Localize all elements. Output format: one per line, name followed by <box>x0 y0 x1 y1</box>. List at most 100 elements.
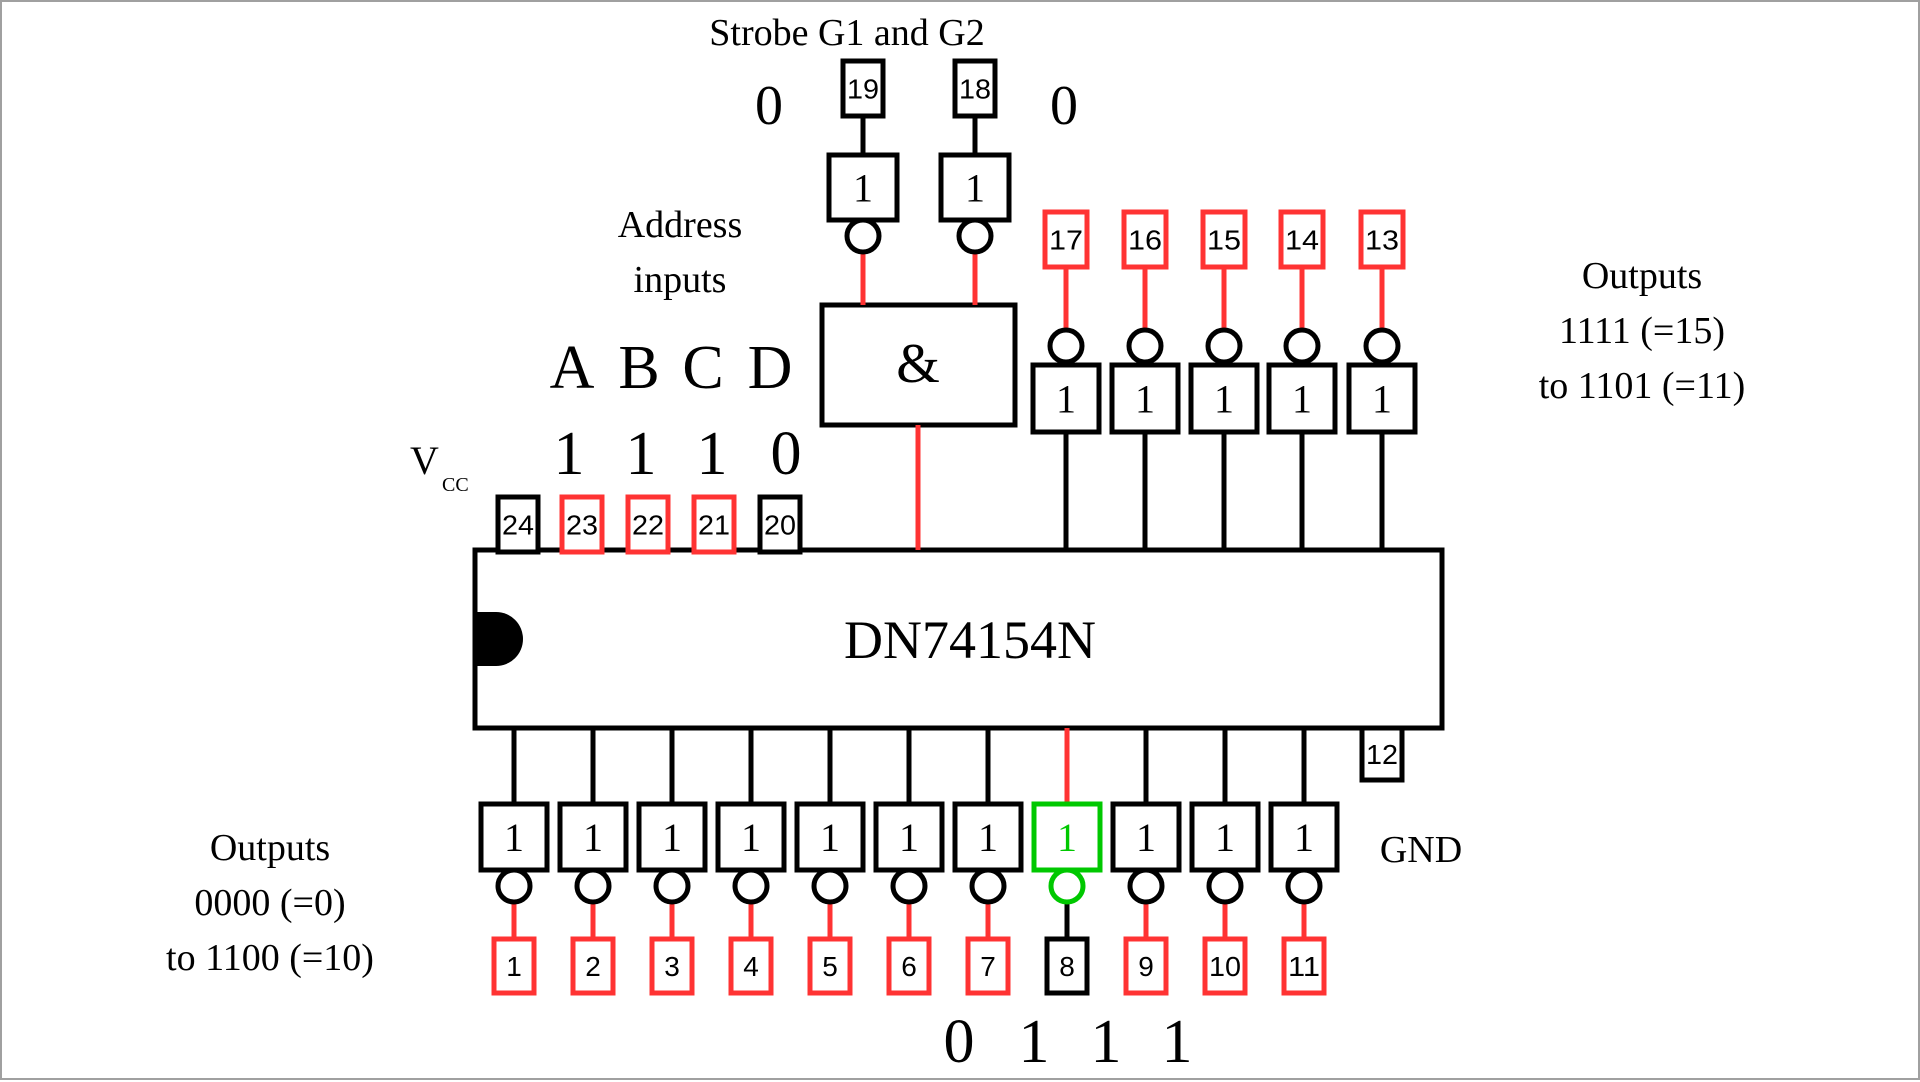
pin-2-number: 2 <box>585 951 601 982</box>
output-gate-17-label: 1 <box>1056 377 1076 422</box>
pin-15-number: 15 <box>1207 225 1241 256</box>
output-code-bit-1: 1 <box>1019 1008 1050 1076</box>
output-code-bit-3: 1 <box>1162 1008 1193 1076</box>
pin-2-box <box>570 936 616 996</box>
output-gate-2-label: 1 <box>583 815 603 860</box>
output-gate-14-body <box>1266 362 1338 435</box>
ic-notch <box>475 612 523 666</box>
output-bubble-1 <box>495 867 533 905</box>
outputs-left-line3: to 1100 (=10) <box>166 937 374 979</box>
output-bubble-10 <box>1206 867 1244 905</box>
address-letter-a: A <box>550 334 595 402</box>
strobe-bubble-18 <box>956 217 994 255</box>
pin-4-box <box>728 936 774 996</box>
outputs-left-line1: Outputs <box>210 827 330 869</box>
output-gate-5-label: 1 <box>820 815 840 860</box>
strobe-gate-18-label: 1 <box>965 166 985 211</box>
strobe-bubble-19 <box>844 217 882 255</box>
output-gate-7-label: 1 <box>978 815 998 860</box>
pin-24-number: 24 <box>502 510 534 541</box>
output-bubble-4 <box>732 867 770 905</box>
output-bubble-6 <box>890 867 928 905</box>
pin-9-number: 9 <box>1138 951 1154 982</box>
and-gate: & <box>819 302 1018 428</box>
output-gate-13-label: 1 <box>1372 377 1392 422</box>
pin-1-box <box>491 936 537 996</box>
pin-12-number: 12 <box>1366 739 1398 770</box>
pin-23-box <box>559 494 605 555</box>
pin-22-box <box>625 494 671 555</box>
output-gate-13-body <box>1346 362 1418 435</box>
pin-5-number: 5 <box>822 951 838 982</box>
output-bubble-11 <box>1285 867 1323 905</box>
output-code-bit-0: 0 <box>944 1008 975 1076</box>
output-bubble-9 <box>1127 867 1165 905</box>
pin-17-box <box>1042 209 1090 270</box>
output-gate-4-label: 1 <box>741 815 761 860</box>
pin-1-number: 1 <box>506 951 522 982</box>
strobe-gate-19-label: 1 <box>853 166 873 211</box>
output-gate-6-label: 1 <box>899 815 919 860</box>
pin-18-number: 18 <box>959 74 991 105</box>
address-letter-b: B <box>618 334 659 402</box>
pin-20-number: 20 <box>764 510 796 541</box>
output-gate-16-label: 1 <box>1135 377 1155 422</box>
output-gate-2-body <box>557 801 629 873</box>
strobe-g2-value: 0 <box>1050 75 1078 137</box>
pin-18-box <box>952 58 998 119</box>
output-bubble-13 <box>1363 327 1401 365</box>
pin-15-box <box>1200 209 1248 270</box>
address-value-c: 1 <box>697 420 728 488</box>
output-gate-1-body <box>478 801 550 873</box>
output-code-bit-2: 1 <box>1091 1008 1122 1076</box>
pin-10-number: 10 <box>1209 951 1241 982</box>
pin-11-box <box>1281 936 1327 996</box>
address-label-line2: inputs <box>634 259 727 301</box>
output-bubble-3 <box>653 867 691 905</box>
output-bubble-16 <box>1126 327 1164 365</box>
output-gate-10-label: 1 <box>1215 815 1235 860</box>
address-value-b: 1 <box>626 420 657 488</box>
output-gate-6-body <box>873 801 945 873</box>
pin-22-number: 22 <box>632 510 664 541</box>
pin-20-box <box>757 494 803 555</box>
vcc-subscript: CC <box>442 474 469 496</box>
pin-13-number: 13 <box>1365 225 1399 256</box>
strobe-label: Strobe G1 and G2 <box>709 12 984 54</box>
pin-9-box <box>1123 936 1169 996</box>
strobe-gate-18-body <box>938 152 1012 223</box>
output-gate-9-body <box>1110 801 1182 873</box>
strobe-g1-value: 0 <box>755 75 783 137</box>
ic-chip: DN74154N <box>472 547 1445 731</box>
output-bubble-2 <box>574 867 612 905</box>
pin-13-box <box>1358 209 1406 270</box>
address-label-line1: Address <box>618 204 743 246</box>
address-value-a: 1 <box>554 420 585 488</box>
pin-4-number: 4 <box>743 951 759 982</box>
pin-23-number: 23 <box>566 510 598 541</box>
outputs-right-line2: 1111 (=15) <box>1559 310 1725 352</box>
pin-12-box <box>1359 725 1405 783</box>
output-gate-10-body <box>1189 801 1261 873</box>
output-gate-8-label: 1 <box>1057 815 1077 860</box>
pin-14-number: 14 <box>1285 225 1319 256</box>
output-gate-3-label: 1 <box>662 815 682 860</box>
pin-7-box <box>965 936 1011 996</box>
pin-24-box <box>495 494 541 555</box>
pin-8-number: 8 <box>1059 951 1075 982</box>
output-gate-8-body <box>1031 801 1103 873</box>
outputs-left-line2: 0000 (=0) <box>194 882 345 924</box>
output-gate-16-body <box>1109 362 1181 435</box>
pin-21-box <box>691 494 737 555</box>
gnd-label: GND <box>1380 829 1462 871</box>
vcc-label: V <box>410 438 439 483</box>
output-bubble-15 <box>1205 327 1243 365</box>
output-bubble-5 <box>811 867 849 905</box>
pin-19-number: 19 <box>847 74 879 105</box>
address-letter-c: C <box>682 334 723 402</box>
and-gate-body <box>819 302 1018 428</box>
pin-10-box <box>1202 936 1248 996</box>
pin-17-number: 17 <box>1049 225 1083 256</box>
pin-6-number: 6 <box>901 951 917 982</box>
